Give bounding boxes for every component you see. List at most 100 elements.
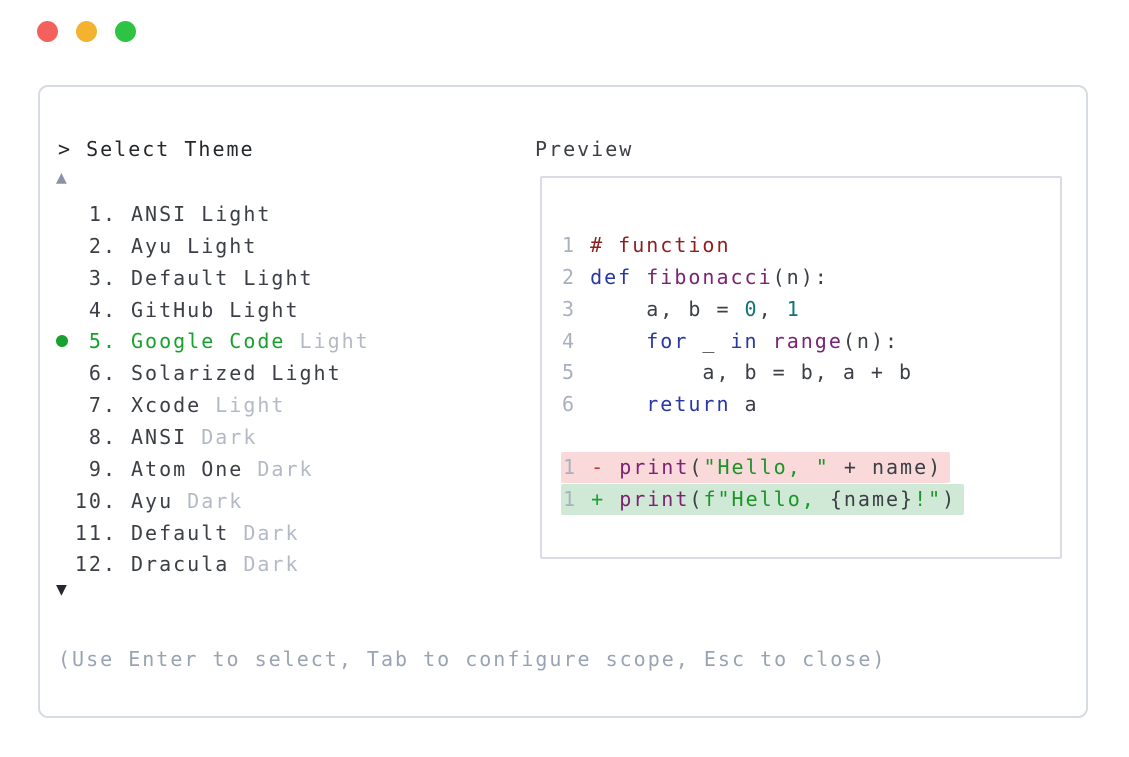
theme-number: 1. <box>88 202 117 226</box>
code-token-plain: {name} <box>829 487 915 511</box>
theme-option-dracula-dark[interactable]: 12. Dracula Dark <box>38 548 508 580</box>
code-token-func: range <box>772 328 843 353</box>
theme-variant: Dark <box>229 552 300 577</box>
theme-variant: Light <box>229 265 314 290</box>
code-token-minus: - <box>591 455 606 479</box>
theme-variant: Dark <box>187 424 258 449</box>
line-number: 6 <box>562 392 591 417</box>
theme-name: ANSI Light <box>131 198 271 230</box>
theme-name: Google Code Light <box>131 325 370 357</box>
line-number: 1 <box>563 487 592 511</box>
theme-option-ayu-light[interactable]: 2. Ayu Light <box>38 230 508 262</box>
code-token-comment: # function <box>590 233 731 257</box>
code-token-plain <box>759 329 773 353</box>
theme-option-google-code-light[interactable]: 5.Google Code Light <box>38 325 508 357</box>
code-token-plain: (n): <box>772 264 829 289</box>
code-token-plain: ( <box>689 455 704 479</box>
code-token-plain: a, b = <box>590 296 745 321</box>
code-token-literal: 1 <box>786 296 801 321</box>
code-token-plain: ) <box>942 487 957 511</box>
theme-name: Solarized Light <box>131 357 342 389</box>
theme-label: Dracula <box>131 552 230 577</box>
theme-number: 4. <box>88 297 117 322</box>
code-token-plain <box>590 329 646 353</box>
code-token-plus: + <box>591 487 606 511</box>
theme-number: 8. <box>88 424 117 449</box>
theme-name: Default Light <box>131 262 314 294</box>
theme-name: Default Dark <box>131 517 300 549</box>
theme-label: Atom One <box>131 456 244 481</box>
theme-variant: Dark <box>229 520 300 545</box>
theme-variant: Light <box>201 393 286 418</box>
code-token-string: f"Hello, <box>703 487 830 511</box>
theme-variant: Dark <box>243 456 314 481</box>
theme-variant: Light <box>215 297 300 322</box>
theme-option-ansi-dark[interactable]: 8. ANSI Dark <box>38 421 508 453</box>
theme-name: Dracula Dark <box>131 548 300 580</box>
line-number: 1 <box>562 233 591 257</box>
code-token-literal: 0 <box>744 296 759 321</box>
theme-number: 9. <box>88 456 117 481</box>
code-token-plain <box>605 487 619 511</box>
theme-option-atom-one-dark[interactable]: 9. Atom One Dark <box>38 453 508 485</box>
theme-option-xcode-light[interactable]: 7.Xcode Light <box>38 389 508 421</box>
code-line-1: 1 # function <box>562 229 731 261</box>
preview-label: Preview <box>535 137 634 161</box>
code-line-2: 2 def fibonacci(n): <box>562 261 829 293</box>
diff-line-removed: 1 - print("Hello, " + name) <box>561 452 951 483</box>
theme-number: 6. <box>88 361 117 386</box>
selected-bullet-icon <box>56 335 68 348</box>
code-token-keyword: for <box>646 328 689 353</box>
line-number: 1 <box>563 455 592 479</box>
theme-name: Ayu Light <box>131 230 257 262</box>
footer-hint: (Use Enter to select, Tab to configure s… <box>58 647 887 671</box>
theme-option-ansi-light[interactable]: 1. ANSI Light <box>38 198 508 230</box>
line-number: 5 <box>562 360 591 385</box>
code-token-keyword: in <box>730 328 759 353</box>
close-button[interactable] <box>37 21 58 42</box>
theme-prompt: > Select Theme <box>58 137 255 161</box>
code-token-func: print <box>619 455 690 479</box>
theme-option-ayu-dark[interactable]: 10. Ayu Dark <box>38 485 508 517</box>
code-token-plain: _ <box>688 328 731 353</box>
theme-label: Solarized <box>131 361 258 386</box>
theme-option-default-light[interactable]: 3. Default Light <box>38 262 508 294</box>
theme-label: Google Code <box>131 329 286 354</box>
scroll-up-icon: ▲ <box>56 167 69 188</box>
theme-name: Ayu Dark <box>131 485 243 517</box>
code-token-plain: ( <box>689 487 704 511</box>
code-line-4: 4 for _ in range(n): <box>562 325 899 357</box>
scroll-down-icon: ▼ <box>56 579 69 600</box>
theme-number: 10. <box>74 488 117 513</box>
theme-number: 12. <box>74 552 117 577</box>
theme-label: Ayu <box>131 488 174 513</box>
theme-label: ANSI <box>131 202 188 226</box>
theme-option-default-dark[interactable]: 11. Default Dark <box>38 517 508 549</box>
line-number: 3 <box>562 296 591 321</box>
theme-variant: Light <box>285 329 370 354</box>
minimize-button[interactable] <box>76 21 97 42</box>
zoom-button[interactable] <box>115 21 136 42</box>
theme-option-github-light[interactable]: 4.GitHub Light <box>38 294 508 326</box>
theme-label: ANSI <box>131 424 188 449</box>
theme-number: 3. <box>88 265 117 290</box>
code-line-6: 6 return a <box>562 388 759 420</box>
code-token-plain <box>590 392 646 416</box>
theme-label: Default <box>131 520 230 545</box>
theme-variant: Light <box>173 233 258 258</box>
code-token-plain: a <box>730 392 759 417</box>
theme-label: Default <box>131 265 230 290</box>
theme-variant: Light <box>187 202 272 226</box>
theme-variant: Dark <box>173 488 244 513</box>
code-token-plain: a, b = b, a + b <box>590 360 914 385</box>
code-token-string: !" <box>914 487 943 511</box>
line-number: 4 <box>562 328 591 353</box>
theme-number: 2. <box>88 233 117 258</box>
theme-number: 11. <box>74 520 117 545</box>
theme-variant: Light <box>257 361 342 386</box>
theme-name: ANSI Dark <box>131 421 257 453</box>
theme-label: Ayu <box>131 233 174 258</box>
theme-label: Xcode <box>131 393 202 418</box>
theme-option-solarized-light[interactable]: 6. Solarized Light <box>38 357 508 389</box>
